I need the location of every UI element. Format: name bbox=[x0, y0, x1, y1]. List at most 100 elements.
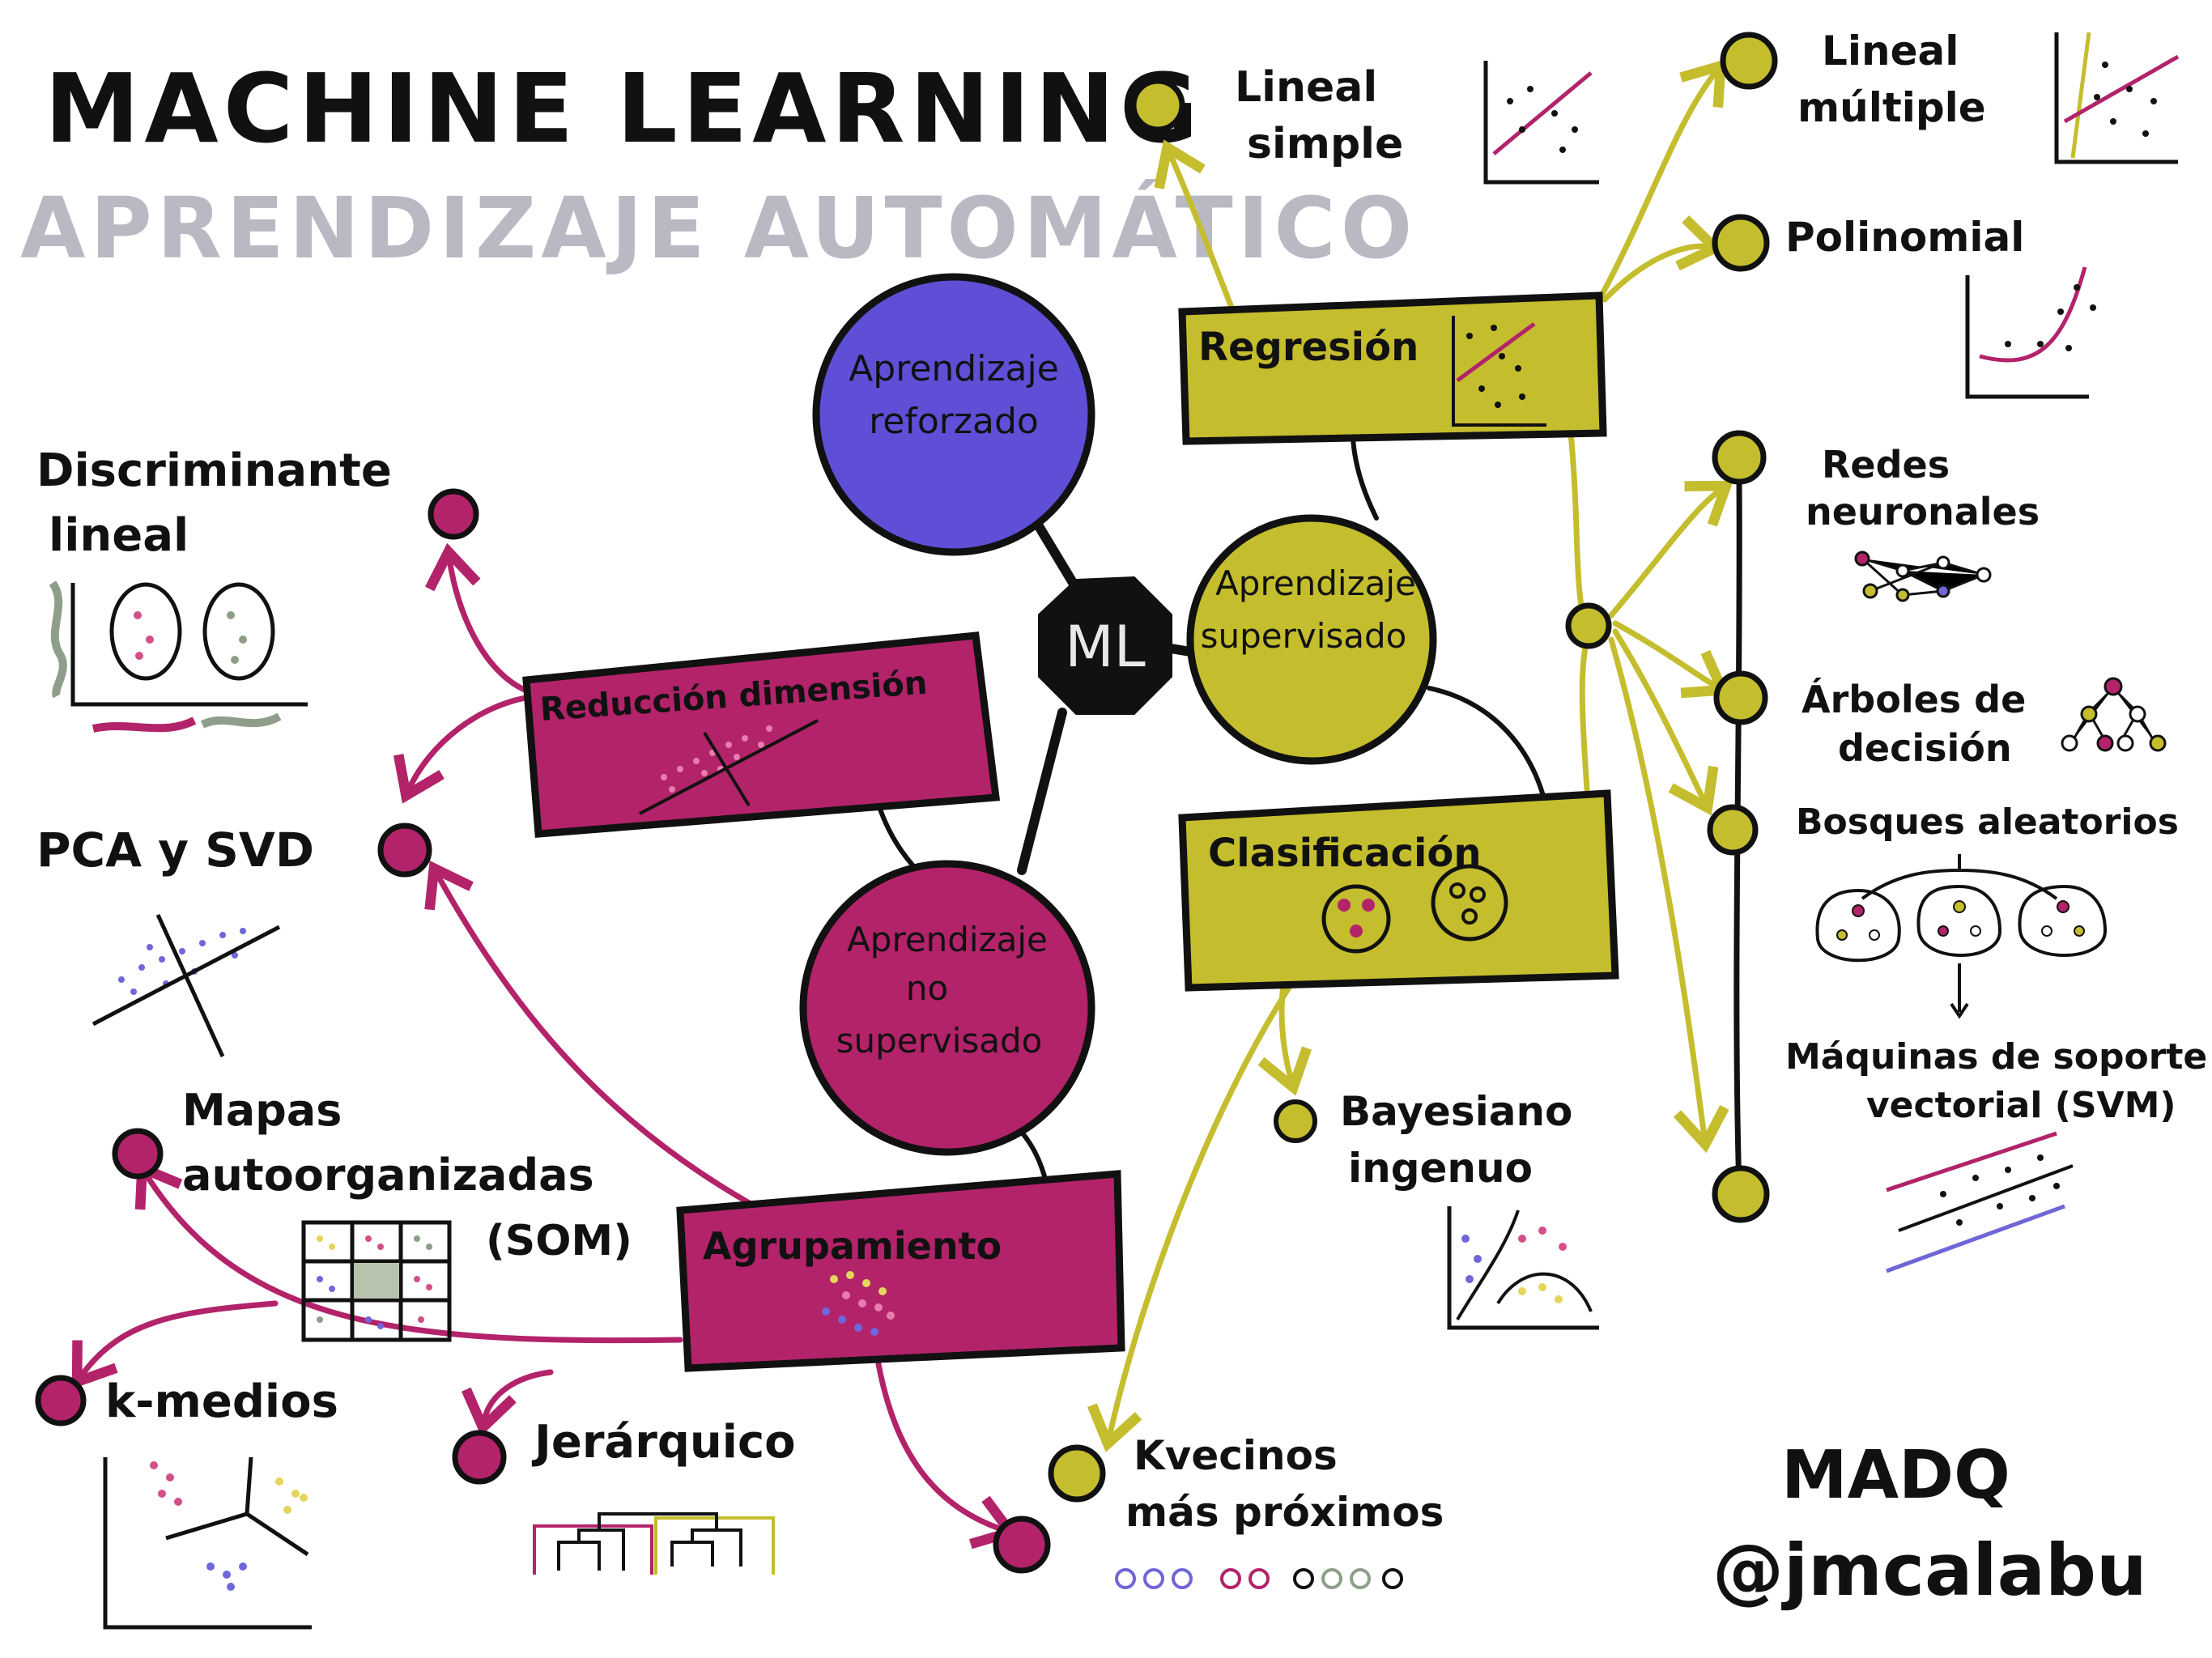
classification-clusters-icon bbox=[1321, 864, 1508, 954]
hierarchical-label: Jerárquico bbox=[531, 1416, 796, 1469]
arrow-to-polynomial bbox=[1602, 215, 1725, 303]
unsupervised-node: Aprendizaje no supervisado bbox=[799, 860, 1095, 1156]
leaf-decision-trees: Árboles de decisión bbox=[1713, 670, 2167, 770]
tree-icon bbox=[2061, 677, 2167, 752]
dendrogram-icon bbox=[533, 1512, 775, 1575]
arrow-to-linear-multiple bbox=[1598, 58, 1727, 299]
olive-connectors bbox=[1087, 58, 1733, 1452]
leaf-node-dot bbox=[1712, 1165, 1770, 1223]
regression-mini-plot bbox=[1452, 316, 1546, 427]
leaf-lda: Discriminante lineal bbox=[36, 444, 479, 733]
unsupervised-label-1: Aprendizaje bbox=[847, 920, 1048, 959]
knn-label-2: más próximos bbox=[1125, 1489, 1444, 1536]
signature-line-2: @jmcalabu bbox=[1712, 1528, 2147, 1612]
subtitle: APRENDIZAJE AUTOMÁTICO bbox=[20, 179, 1417, 278]
pca-plot bbox=[91, 913, 281, 1058]
linear-multiple-label-2: múltiple bbox=[1797, 84, 1986, 131]
signature: MADQ @jmcalabu bbox=[1712, 1437, 2147, 1612]
classification-hub bbox=[1565, 602, 1612, 649]
reinforcement-label-1: Aprendizaje bbox=[849, 348, 1059, 389]
linear-multiple-plot bbox=[2054, 32, 2180, 164]
leaf-kmeans: k-medios bbox=[35, 1375, 338, 1630]
clustering-dots-icon bbox=[822, 1271, 895, 1336]
bayes-label-1: Bayesiano bbox=[1340, 1088, 1572, 1135]
lda-plot bbox=[49, 580, 308, 733]
classification-label: Clasificación bbox=[1208, 831, 1482, 876]
reduction-pca-icon bbox=[639, 719, 819, 815]
unsupervised-label-3: supervisado bbox=[836, 1021, 1043, 1061]
center-node: ML bbox=[1038, 576, 1172, 715]
line-regression-hub bbox=[1568, 430, 1586, 619]
som-label-3: (SOM) bbox=[486, 1217, 632, 1265]
svm-label-2: vectorial (SVM) bbox=[1866, 1085, 2176, 1126]
leaf-naive-bayes: Bayesiano ingenuo bbox=[1274, 1088, 1599, 1330]
supervised-label-1: Aprendizaje bbox=[1215, 563, 1416, 603]
unsupervised-label-2: no bbox=[906, 968, 948, 1008]
spoke-reinforcement bbox=[1032, 517, 1082, 594]
clustering-box: Agrupamiento bbox=[676, 1170, 1125, 1372]
leaf-node-dot bbox=[1130, 78, 1185, 133]
arrow-to-kmeans bbox=[71, 1300, 279, 1389]
svm-plot bbox=[1886, 1131, 2074, 1273]
regression-label: Regresión bbox=[1198, 325, 1419, 370]
supervised-label-2: supervisado bbox=[1201, 616, 1407, 656]
leaf-linear-simple: Lineal simple bbox=[1130, 61, 1599, 185]
line-classification-hub bbox=[1579, 636, 1590, 793]
kmeans-plot bbox=[103, 1456, 312, 1630]
leaf-node-dot bbox=[1713, 670, 1768, 725]
leaf-node-dot bbox=[1720, 32, 1778, 90]
lda-label-2: lineal bbox=[49, 509, 189, 562]
som-label-2: autoorganizadas bbox=[182, 1150, 594, 1201]
leaf-pca-svd: PCA y SVD bbox=[36, 823, 432, 1058]
supervised-node: Aprendizaje supervisado bbox=[1186, 514, 1437, 765]
trees-label-2: decisión bbox=[1838, 726, 2012, 770]
magenta-connectors bbox=[71, 542, 1019, 1550]
arrow-to-som bbox=[134, 1160, 683, 1344]
svm-label-1: Máquinas de soporte bbox=[1785, 1036, 2207, 1078]
leaf-linear-multiple: Lineal múltiple bbox=[1720, 28, 2180, 164]
arrow-to-bottom-node bbox=[875, 1361, 1019, 1550]
main-title: MACHINE LEARNING bbox=[45, 53, 1203, 164]
pca-label: PCA y SVD bbox=[36, 823, 314, 878]
clustering-label: Agrupamiento bbox=[703, 1224, 1002, 1268]
linear-multiple-label-1: Lineal bbox=[1822, 28, 1959, 74]
forest-tree-nodes bbox=[1836, 900, 2085, 941]
som-label-1: Mapas bbox=[182, 1085, 342, 1136]
knn-dots-icon bbox=[1115, 1568, 1403, 1589]
knn-label-1: Kvecinos bbox=[1134, 1432, 1338, 1479]
bayes-plot bbox=[1447, 1206, 1599, 1330]
leaf-hierarchical: Jerárquico bbox=[452, 1416, 796, 1575]
leaf-node-dot bbox=[452, 1430, 507, 1485]
leaf-svm: Máquinas de soporte vectorial (SVM) bbox=[1712, 1036, 2207, 1273]
leaf-neural-networks: Redes neuronales bbox=[1712, 430, 2040, 602]
trees-label-1: Árboles de bbox=[1802, 678, 2026, 721]
classification-box: Clasificación bbox=[1178, 789, 1619, 992]
nn-label-2: neuronales bbox=[1806, 490, 2040, 534]
polynomial-label: Polinomial bbox=[1785, 214, 2024, 261]
bayes-label-2: ingenuo bbox=[1348, 1145, 1533, 1192]
leaf-node-dot bbox=[428, 488, 479, 540]
lda-label-1: Discriminante bbox=[36, 444, 392, 497]
leaf-node-dot bbox=[112, 1128, 164, 1180]
linear-simple-plot bbox=[1483, 61, 1599, 185]
leaf-knn: Kvecinos más próximos bbox=[1048, 1432, 1444, 1589]
center-label: ML bbox=[1065, 614, 1145, 680]
arrow-clustering-pca bbox=[424, 861, 781, 1222]
linear-simple-label-1: Lineal bbox=[1235, 63, 1377, 112]
spoke-unsupervised bbox=[1017, 708, 1067, 875]
reinforcement-label-2: reforzado bbox=[869, 401, 1039, 442]
leaf-node-dot bbox=[1274, 1099, 1317, 1143]
bottom-magenta-node bbox=[993, 1516, 1051, 1574]
arrow-to-hierarchical bbox=[462, 1369, 554, 1437]
leaf-node-dot bbox=[1707, 804, 1759, 856]
arrow-hub-forest bbox=[1612, 628, 1719, 816]
arrow-hub-trees bbox=[1612, 620, 1730, 699]
forest-label: Bosques aleatorios bbox=[1796, 801, 2179, 843]
leaf-polynomial: Polinomial bbox=[1712, 214, 2096, 399]
signature-line-1: MADQ bbox=[1781, 1437, 2010, 1514]
arrow-to-knn bbox=[1087, 980, 1295, 1452]
leaf-node-dot bbox=[1712, 430, 1767, 485]
leaf-random-forests: Bosques aleatorios bbox=[1707, 801, 2179, 1019]
leaf-node-dot bbox=[1048, 1444, 1106, 1503]
